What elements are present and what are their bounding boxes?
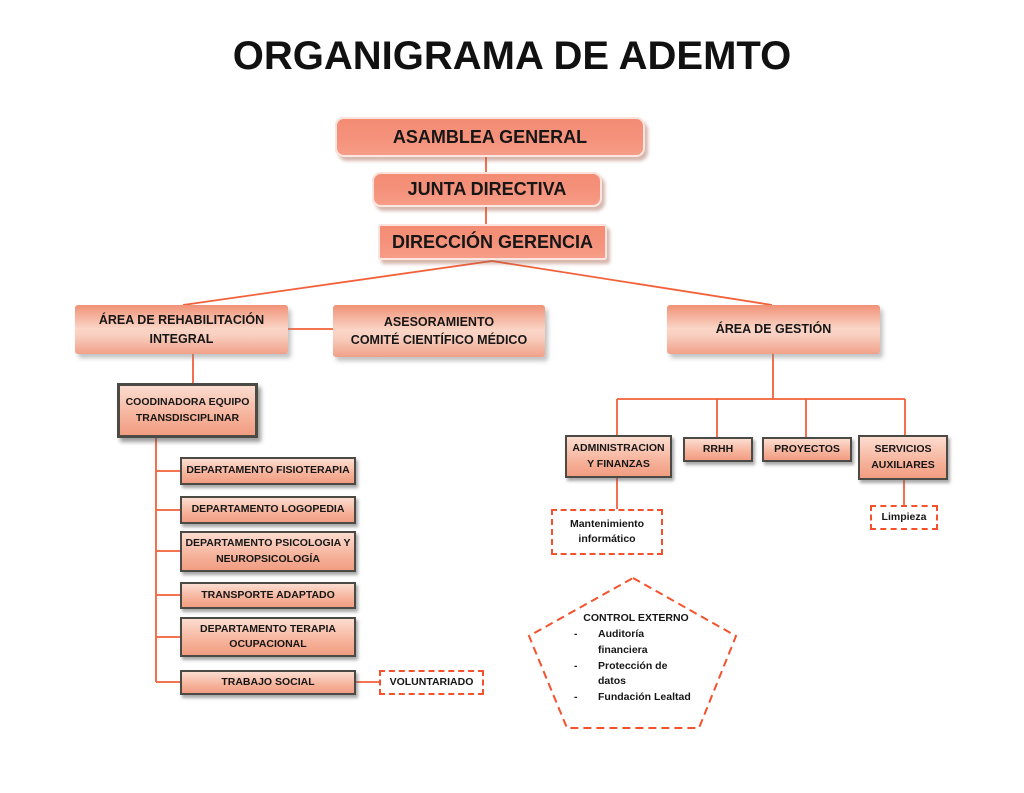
node-mantenimiento-informatico: Mantenimiento informático [551,509,663,555]
node-label: COODINADORA EQUIPO TRANSDISCIPLINAR [125,396,250,424]
list-dash: - [574,628,578,640]
control-externo-pentagon [527,576,738,729]
list-dash: - [574,691,578,703]
control-externo-title: CONTROL EXTERNO [583,612,689,624]
control-externo-item: - Fundación Lealtad [566,690,706,706]
node-label: DEPARTAMENTO TERAPIA OCUPACIONAL [200,622,336,650]
node-label: RRHH [702,442,734,455]
node-trabajo-social: TRABAJO SOCIAL [180,670,356,695]
node-label: TRANSPORTE ADAPTADO [201,588,335,601]
node-label: JUNTA DIRECTIVA [407,179,567,200]
control-externo-content: CONTROL EXTERNO - Auditoría financiera -… [566,612,706,706]
node-label: ÁREA DE REHABILITACIÓN INTEGRAL [98,313,265,346]
node-label: DIRECCIÓN GERENCIA [391,231,593,252]
node-label: VOLUNTARIADO [389,675,474,688]
node-area-rehabilitacion-integral: ÁREA DE REHABILITACIÓN INTEGRAL [75,305,288,354]
node-limpieza: Limpieza [870,505,938,530]
node-label: Mantenimiento informático [569,517,645,545]
node-departamento-logopedia: DEPARTAMENTO LOGOPEDIA [180,496,356,524]
node-departamento-fisioterapia: DEPARTAMENTO FISIOTERAPIA [180,457,356,485]
node-label: SERVICIOS AUXILIARES [871,443,935,471]
list-dash: - [574,659,578,672]
node-asamblea-general: ASAMBLEA GENERAL [335,117,645,157]
node-label: ADMINISTRACION Y FINANZAS [572,442,665,470]
page-title: ORGANIGRAMA DE ADEMTO [232,34,792,78]
node-servicios-auxiliares: SERVICIOS AUXILIARES [858,435,948,480]
node-area-gestion: ÁREA DE GESTIÓN [667,305,880,354]
control-externo-item: - Auditoría financiera [566,627,706,659]
node-proyectos: PROYECTOS [762,437,852,462]
node-label: PROYECTOS [774,442,840,455]
item-label: Auditoría financiera [598,628,648,656]
node-administracion-finanzas: ADMINISTRACION Y FINANZAS [565,435,672,478]
node-voluntariado: VOLUNTARIADO [379,670,484,695]
node-label: ÁREA DE GESTIÓN [715,322,832,337]
node-asesoramiento-comite: ASESORAMIENTO COMITÉ CIENTÍFICO MÉDICO [333,305,545,357]
node-label: Limpieza [881,510,927,523]
node-departamento-psicologia: DEPARTAMENTO PSICOLOGIA Y NEUROPSICOLOGÍ… [180,531,356,572]
node-label: DEPARTAMENTO FISIOTERAPIA [186,464,350,477]
node-label: ASAMBLEA GENERAL [392,126,588,147]
node-coodinadora-equipo: COODINADORA EQUIPO TRANSDISCIPLINAR [117,383,258,438]
node-label: DEPARTAMENTO PSICOLOGIA Y NEUROPSICOLOGÍ… [185,537,351,565]
node-label: DEPARTAMENTO LOGOPEDIA [191,503,345,516]
node-transporte-adaptado: TRANSPORTE ADAPTADO [180,582,356,609]
node-rrhh: RRHH [683,437,753,462]
node-departamento-terapia-ocupacional: DEPARTAMENTO TERAPIA OCUPACIONAL [180,617,356,657]
node-label: TRABAJO SOCIAL [221,675,315,688]
node-junta-directiva: JUNTA DIRECTIVA [372,172,602,207]
node-label: ASESORAMIENTO COMITÉ CIENTÍFICO MÉDICO [350,314,528,347]
node-direccion-gerencia: DIRECCIÓN GERENCIA [378,224,607,260]
item-label: Protección de datos [598,659,668,688]
item-label: Fundación Lealtad [598,691,691,703]
control-externo-item: - Protección de datos [566,659,706,691]
